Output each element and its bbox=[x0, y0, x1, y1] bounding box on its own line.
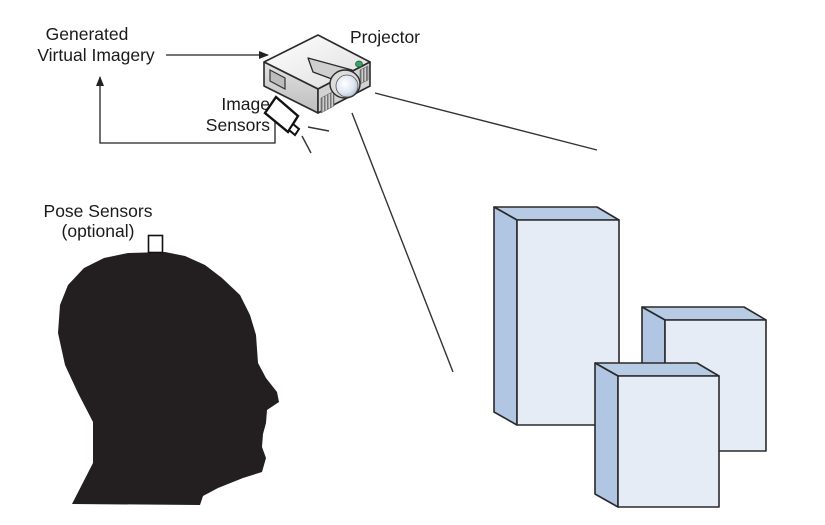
label-projector: Projector bbox=[350, 27, 420, 47]
label-generated-virtual-imagery: Generated Virtual Imagery bbox=[37, 24, 155, 65]
label-image-line2: Sensors bbox=[206, 115, 270, 135]
label-image-line1: Image bbox=[221, 94, 270, 114]
projector-indicator-light bbox=[355, 60, 363, 68]
physical-object-tall-box bbox=[493, 206, 620, 426]
sensor-ray-lower bbox=[301, 135, 312, 154]
physical-object-front-box bbox=[594, 362, 720, 508]
label-pose-sensors: Pose Sensors (optional) bbox=[44, 201, 153, 241]
projection-ray-upper bbox=[374, 92, 598, 151]
camera-icon bbox=[263, 95, 301, 137]
arrow-sensors-feedback bbox=[96, 76, 276, 144]
label-pose-line2: (optional) bbox=[62, 221, 135, 241]
user-head-silhouette bbox=[58, 252, 279, 505]
label-image-sensors: Image Sensors bbox=[206, 94, 270, 135]
projection-ray-lower bbox=[351, 112, 454, 373]
projector-icon bbox=[263, 34, 371, 114]
label-generated-line2: Virtual Imagery bbox=[37, 45, 155, 65]
sensor-ray-upper bbox=[307, 126, 330, 132]
label-generated-line1: Generated bbox=[46, 24, 129, 44]
pose-sensor-icon bbox=[147, 234, 164, 254]
label-pose-line1: Pose Sensors bbox=[44, 201, 153, 221]
